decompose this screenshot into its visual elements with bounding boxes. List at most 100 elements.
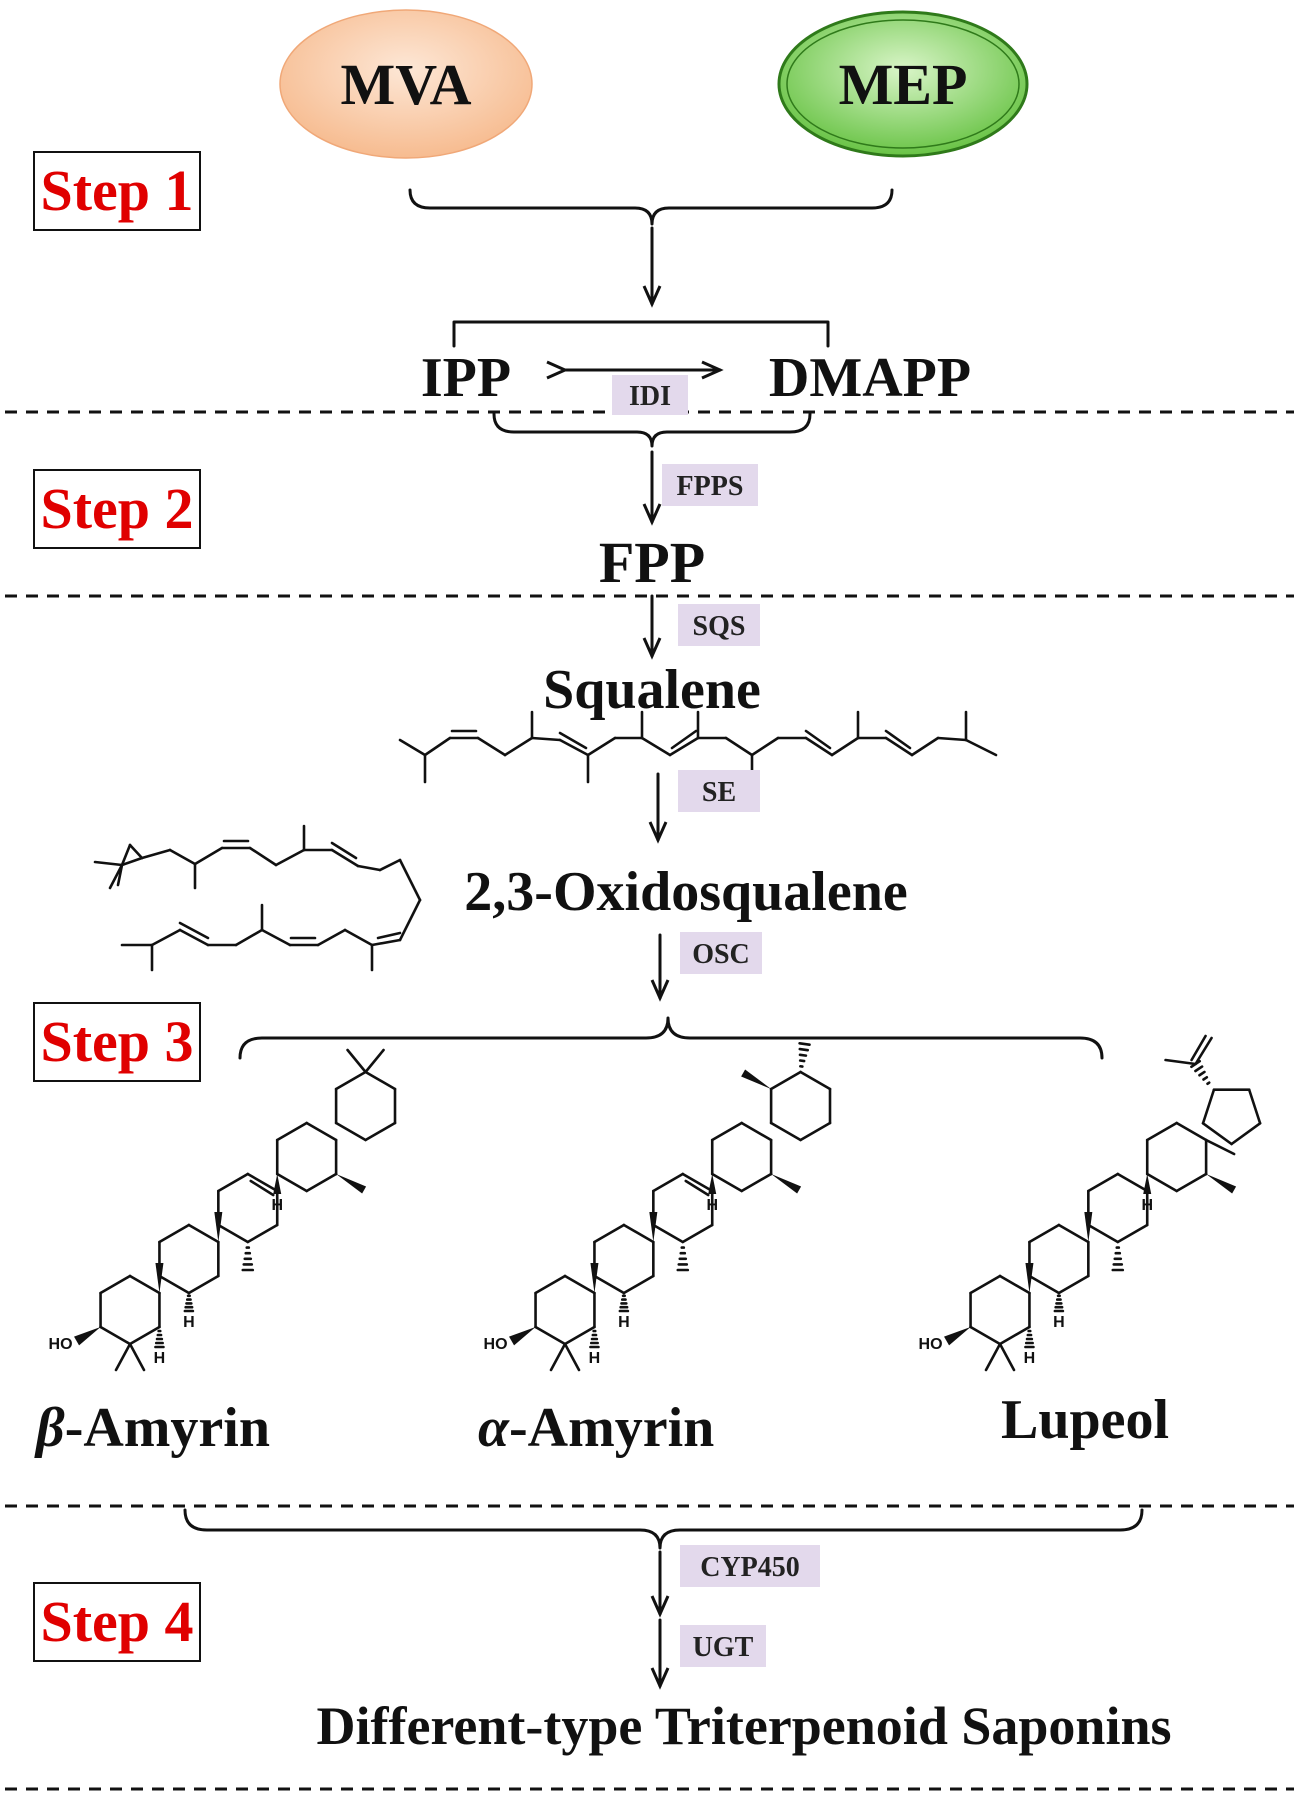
dmapp-label: DMAPP	[769, 347, 971, 409]
bond	[128, 1342, 146, 1372]
bond	[740, 1172, 773, 1193]
bond	[503, 736, 534, 757]
bond	[1247, 1088, 1262, 1125]
wedge-bond	[741, 1069, 772, 1089]
squalene-label: Squalene	[543, 659, 761, 721]
bond	[724, 736, 754, 757]
atom-label: H	[589, 1350, 601, 1367]
bond	[99, 1274, 132, 1295]
bond	[998, 1342, 1016, 1372]
bond	[178, 921, 210, 940]
bond	[168, 848, 197, 866]
bond	[217, 1172, 250, 1193]
alpha-amyrin-label: α-Amyrin	[478, 1397, 714, 1459]
wedge-bond	[1084, 1212, 1093, 1242]
wedge-bond	[509, 1327, 536, 1346]
atom-label: H	[1024, 1350, 1036, 1367]
bond	[334, 1070, 367, 1091]
bond	[334, 1121, 367, 1142]
bond	[563, 1325, 596, 1346]
enzyme-cyp450: CYP450	[680, 1545, 820, 1587]
bond	[750, 736, 780, 757]
bond	[423, 736, 452, 757]
bond	[530, 736, 562, 742]
svg-text:UGT: UGT	[693, 1632, 754, 1663]
bond	[274, 848, 306, 867]
atom-label: HO	[484, 1336, 508, 1353]
bond	[1087, 1172, 1120, 1193]
wedge-bond	[155, 1263, 164, 1293]
bond	[1057, 1274, 1090, 1295]
bond	[884, 729, 912, 750]
bond	[93, 860, 124, 867]
bond	[804, 729, 832, 750]
fpp-label: FPP	[599, 530, 705, 595]
bond	[376, 931, 402, 940]
lupeol-label: Lupeol	[1001, 1389, 1169, 1451]
alpha-amyrin-name: -Amyrin	[509, 1397, 714, 1459]
bond	[910, 736, 940, 757]
atom-label: H	[271, 1197, 283, 1214]
bond	[563, 1274, 596, 1295]
wedge-bond	[273, 1174, 282, 1194]
bond	[1201, 1121, 1233, 1146]
bond	[964, 738, 998, 757]
bond	[1175, 1121, 1208, 1142]
step-4-box: Step 4	[33, 1582, 201, 1662]
alpha-symbol: α	[478, 1397, 510, 1459]
bond	[593, 1274, 626, 1295]
bond	[246, 1172, 279, 1193]
atom-label: HO	[49, 1336, 73, 1353]
bond	[681, 1223, 714, 1244]
bond	[549, 1342, 567, 1372]
bond	[99, 1325, 132, 1346]
bond	[1116, 1172, 1149, 1193]
wedge-bond	[771, 1174, 802, 1194]
wedge-bond	[214, 1212, 223, 1242]
svg-text:IDI: IDI	[629, 381, 671, 412]
step-3-label: Step 3	[40, 1009, 193, 1074]
mva-node: MVA	[279, 9, 533, 159]
step-2-label: Step 2	[40, 476, 193, 541]
bond	[128, 1274, 161, 1295]
bond	[998, 1274, 1031, 1295]
bond	[128, 1325, 161, 1346]
bond	[1201, 1088, 1216, 1125]
bond	[1194, 1036, 1213, 1066]
bond	[364, 1048, 385, 1074]
bond	[1145, 1121, 1178, 1142]
bond	[1116, 1223, 1149, 1244]
wedge-bond	[708, 1174, 717, 1194]
bond	[120, 843, 132, 867]
mep-label: MEP	[839, 52, 968, 117]
bond	[370, 938, 402, 947]
bond	[260, 928, 292, 947]
bond	[1145, 1172, 1178, 1193]
beta-amyrin-name: -Amyrin	[65, 1397, 270, 1459]
bond	[476, 736, 507, 757]
merge-brace	[408, 188, 894, 226]
step-4-label: Step 4	[40, 1589, 193, 1654]
bond	[116, 863, 124, 887]
saponins-label: Different-type Triterpenoid Saponins	[316, 1696, 1171, 1756]
oxidosqualene-structure	[93, 824, 422, 972]
step-1-label: Step 1	[40, 158, 193, 223]
bond	[1175, 1172, 1208, 1193]
atom-label: H	[1141, 1197, 1153, 1214]
oxidosqualene-label: 2,3-Oxidosqualene	[464, 861, 907, 923]
bond	[936, 736, 968, 742]
bond	[710, 1172, 743, 1193]
bond	[798, 1041, 811, 1047]
bond	[622, 1223, 655, 1244]
bond	[969, 1274, 1002, 1295]
saponin-brace	[183, 1508, 1144, 1550]
mva-label: MVA	[340, 52, 471, 117]
bond	[234, 928, 264, 947]
bond	[346, 1048, 367, 1074]
bond	[330, 841, 358, 860]
atom-label: H	[618, 1314, 630, 1331]
bond	[140, 848, 172, 860]
